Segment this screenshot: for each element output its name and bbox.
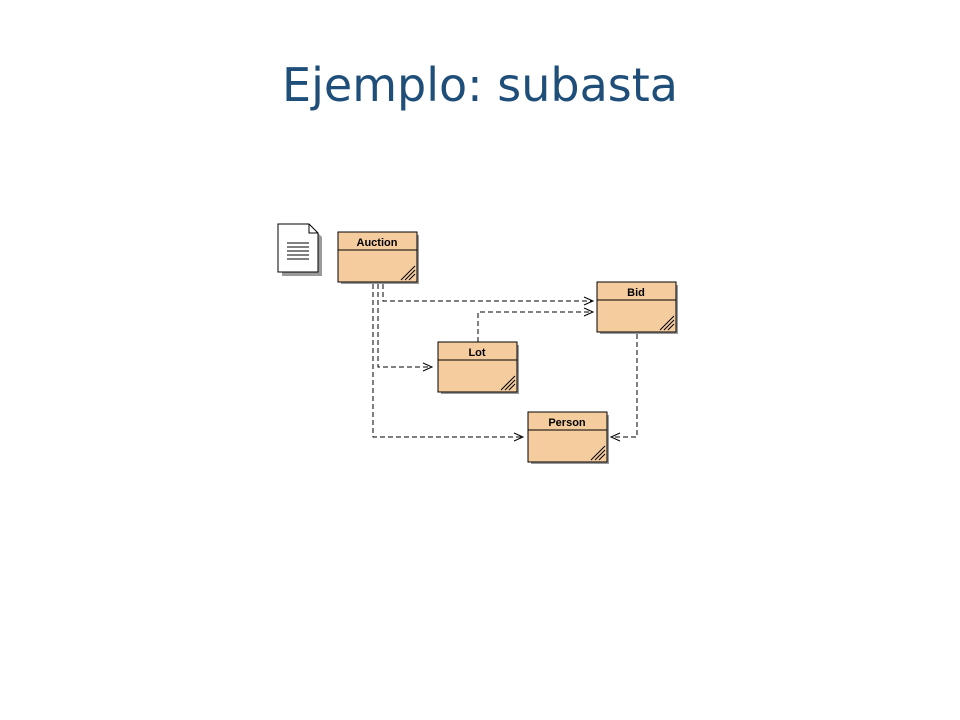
class-auction[interactable]: Auction (337, 231, 419, 284)
dependency-auction-bid (382, 284, 595, 306)
class-lot[interactable]: Lot (437, 341, 519, 394)
dependency-auction-person (372, 284, 525, 442)
resize-handle-icon (590, 445, 606, 461)
dependency-bid-person (609, 334, 638, 442)
resize-handle-icon (659, 315, 675, 331)
resize-handle-icon (400, 265, 416, 281)
slide-title: Ejemplo: subasta (282, 58, 678, 112)
class-bid[interactable]: Bid (596, 281, 678, 334)
class-person[interactable]: Person (527, 411, 609, 464)
resize-handle-icon (500, 375, 516, 391)
class-name-bid: Bid (627, 287, 645, 299)
dependency-lot-bid (477, 307, 595, 342)
class-name-lot: Lot (468, 347, 485, 359)
dependency-auction-lot (377, 284, 434, 372)
document-icon[interactable] (277, 223, 322, 276)
dependency-lines (372, 284, 638, 442)
class-name-person: Person (548, 417, 586, 429)
class-name-auction: Auction (357, 237, 398, 249)
